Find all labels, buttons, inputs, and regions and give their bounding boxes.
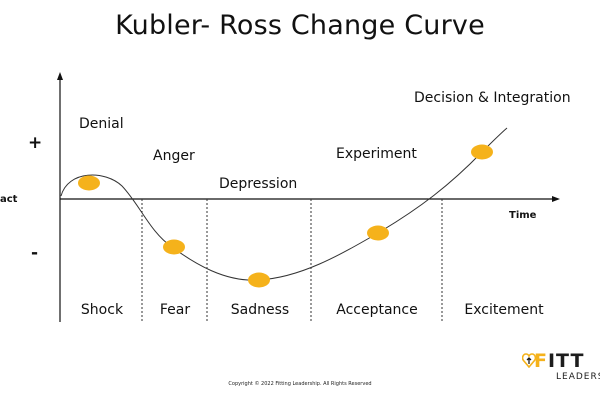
logo-tagline: LEADERS (556, 372, 600, 382)
fitting-leadership-logo: FITT LEADERS (520, 350, 600, 386)
decision-marker (471, 144, 493, 160)
minus-sign: - (31, 243, 38, 263)
stage-sadness: Sadness (231, 302, 289, 318)
page-title: Kubler- Ross Change Curve (115, 10, 485, 41)
depression-marker (248, 272, 270, 288)
y-axis-label: act (0, 194, 18, 205)
label-decision: Decision & Integration (414, 90, 571, 106)
denial-marker (78, 175, 100, 191)
x-axis-arrow (552, 196, 560, 202)
label-experiment: Experiment (336, 146, 417, 162)
label-depression: Depression (219, 176, 297, 192)
logo-wordmark: FITT (534, 350, 585, 372)
stage-acceptance: Acceptance (336, 302, 417, 318)
stage-shock: Shock (81, 302, 124, 318)
label-denial: Denial (79, 116, 124, 132)
change-curve-line (60, 127, 508, 281)
heart-logo-icon (522, 353, 536, 368)
y-axis-arrow (57, 72, 63, 80)
label-anger: Anger (153, 148, 195, 164)
plus-sign: + (28, 133, 42, 153)
copyright-notice: Copyright © 2022 Fitting Leadership. All… (228, 381, 372, 387)
x-axis-label: Time (509, 210, 537, 221)
stage-excitement: Excitement (464, 302, 544, 318)
experiment-marker (367, 225, 389, 241)
anger-marker (163, 239, 185, 255)
stage-fear: Fear (160, 302, 190, 318)
